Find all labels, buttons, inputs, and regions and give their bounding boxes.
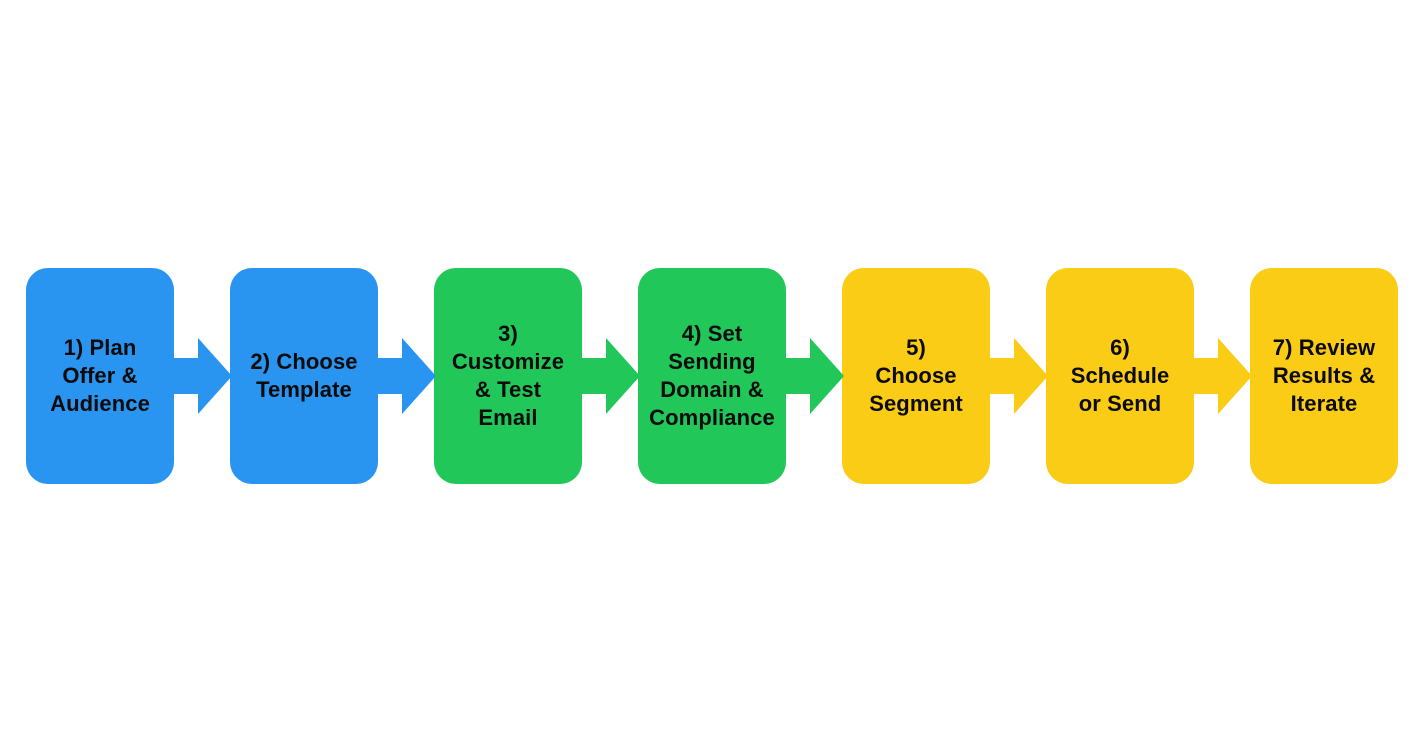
arrow-right-icon [374, 338, 440, 414]
step-1-box: 1) Plan Offer & Audience [26, 268, 174, 484]
step-6-box: 6) Schedule or Send [1046, 268, 1194, 484]
step-7-label: 7) Review Results & Iterate [1272, 335, 1376, 416]
arrow-right-icon [1190, 338, 1256, 414]
step-2-label: 2) Choose Template [250, 349, 358, 402]
arrow-right-icon [578, 338, 644, 414]
step-4-box: 4) Set Sending Domain & Compliance [638, 268, 786, 484]
arrow-right-icon [782, 338, 848, 414]
step-3-box: 3) Customize & Test Email [434, 268, 582, 484]
step-4-label: 4) Set Sending Domain & Compliance [649, 321, 775, 430]
step-2-box: 2) Choose Template [230, 268, 378, 484]
step-5-box: 5) Choose Segment [842, 268, 990, 484]
step-1-label: 1) Plan Offer & Audience [50, 335, 150, 416]
step-7-box: 7) Review Results & Iterate [1250, 268, 1398, 484]
arrow-right-icon [170, 338, 236, 414]
arrow-right-icon [986, 338, 1052, 414]
step-5-label: 5) Choose Segment [869, 335, 963, 416]
step-3-label: 3) Customize & Test Email [451, 321, 565, 430]
step-6-label: 6) Schedule or Send [1070, 335, 1170, 416]
